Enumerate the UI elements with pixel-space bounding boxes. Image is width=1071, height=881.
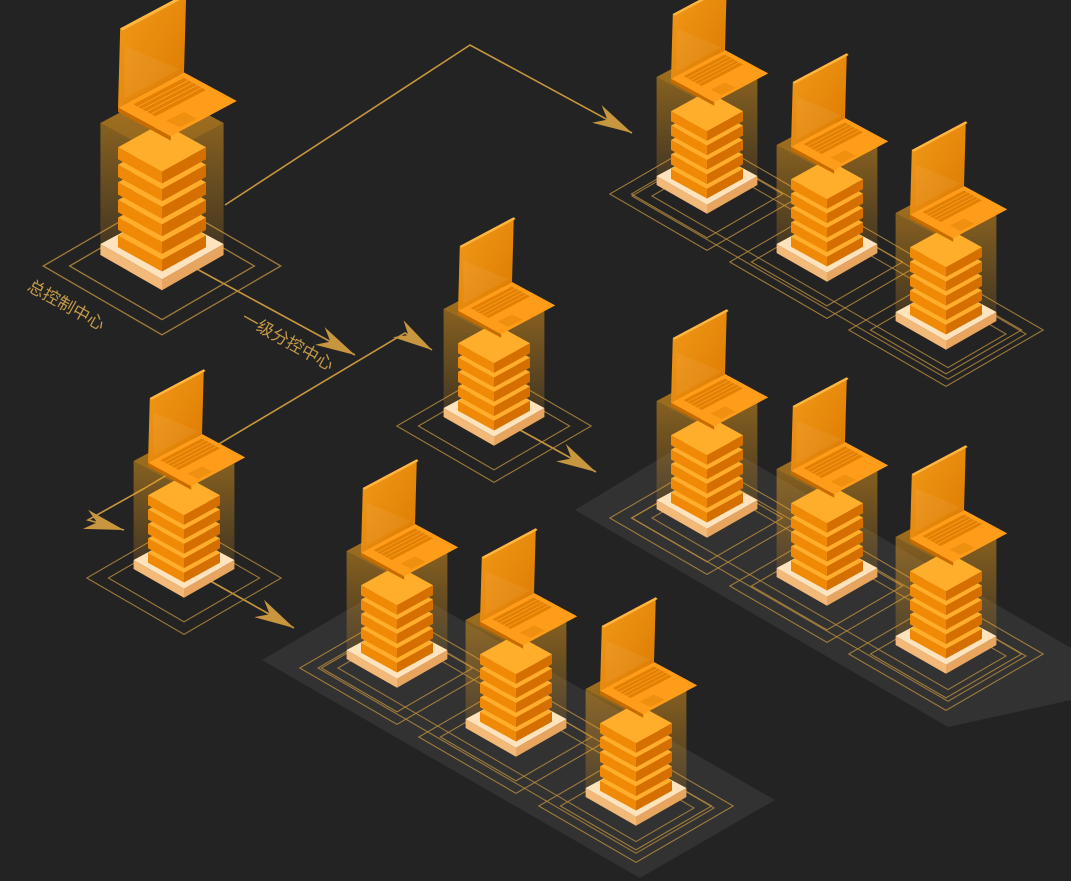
connector-left-to-bottom-group-arrowhead-icon (254, 599, 294, 628)
connector-root-to-secondary (194, 267, 356, 356)
node-layer (41, 0, 1045, 863)
node-top-2 (728, 53, 926, 319)
node-secondary-center (395, 217, 593, 483)
node-bottom-2 (417, 528, 615, 794)
node-bottom-1 (298, 459, 496, 725)
connector-root-to-top-group-arrowhead-icon (592, 105, 632, 133)
node-middle-3 (847, 445, 1045, 711)
connector-root-to-top-group (224, 44, 633, 206)
connector-layer (82, 44, 633, 629)
connector-left-loop-arrowhead-icon (82, 509, 124, 530)
node-root-control-center (41, 0, 283, 336)
node-top-1 (608, 0, 806, 251)
node-middle-1 (608, 309, 806, 575)
connector-root-to-secondary-arrowhead-icon (315, 327, 355, 355)
node-left (85, 369, 283, 635)
node-top-3 (847, 121, 1045, 387)
node-bottom-3 (537, 597, 735, 863)
connector-left-to-center-arrowhead-icon (392, 320, 432, 350)
node-middle-2 (728, 377, 926, 643)
connector-center-to-middle-group-arrowhead-icon (556, 443, 596, 472)
